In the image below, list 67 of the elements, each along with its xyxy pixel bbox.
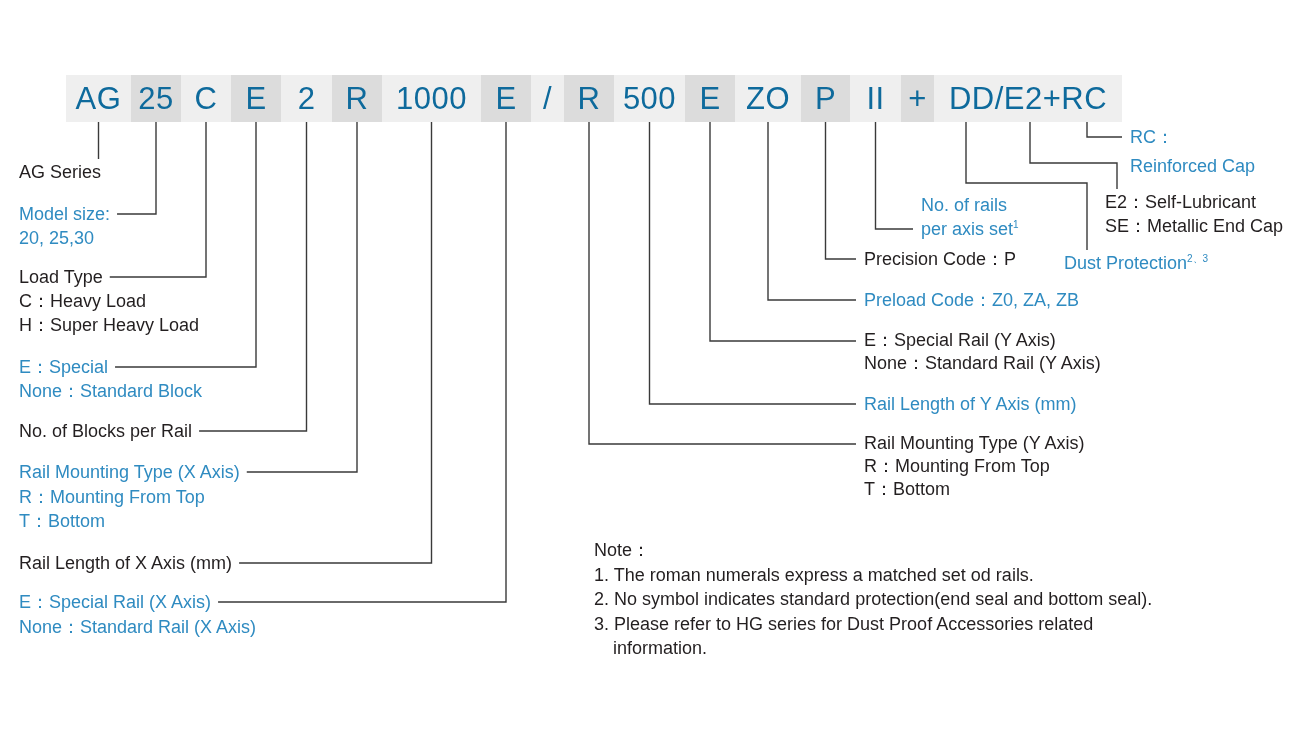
description-text: C：Heavy Load [19,290,147,313]
code-segment: 1000 [382,75,481,122]
description-text: Dust Protection$^{2、3}$ [1064,252,1209,275]
description-text: Rail Mounting Type (X Axis) [19,461,240,484]
description-text: E：Special Rail (X Axis) [19,591,212,614]
code-segment: DD/E2+RC [934,75,1122,122]
note-text: 2. No symbol indicates standard protection(end seal and bottom seal). [594,588,1154,611]
description-text: No. of Blocks per Rail [19,420,193,443]
description-text: 20, 25,30 [19,227,95,250]
code-segment: 500 [614,75,685,122]
leader-line [767,121,857,301]
leader-line [648,121,857,405]
code-segment: + [901,75,934,122]
code-segment: AG [66,75,131,122]
code-segment: / [531,75,564,122]
code-segment: E [481,75,531,122]
description-text: Rail Length of X Axis (mm) [19,552,233,575]
description-text: T：Bottom [864,478,951,501]
leader-line [246,121,358,473]
description-text: None：Standard Rail (Y Axis) [864,352,1101,375]
description-text: E：Special Rail (Y Axis) [864,329,1056,352]
code-segment: E [685,75,735,122]
description-text: H：Super Heavy Load [19,314,200,337]
leader-line [874,121,914,230]
description-text: SE：Metallic End Cap [1105,215,1284,238]
description-text: Preload Code：Z0, ZA, ZB [864,289,1080,312]
description-text: None：Standard Block [19,380,203,403]
leader-line [198,121,308,432]
description-text: E2：Self-Lubricant [1105,191,1257,214]
leader-line [709,121,857,342]
description-text: T：Bottom [19,510,106,533]
code-segment: E [231,75,281,122]
description-text: RC： [1130,126,1174,149]
leader-line [1029,121,1118,190]
leader-line [97,121,100,160]
note-text: Note： [594,539,651,562]
description-text: R：Mounting From Top [864,455,1050,478]
description-text: R：Mounting From Top [19,485,205,509]
code-segment: ZO [735,75,801,122]
leader-line [238,121,433,564]
code-segment: 25 [131,75,181,122]
leader-line [1086,121,1123,138]
description-text: E：Special [19,356,109,379]
note-text: 1. The roman numerals express a matched set od rails. [594,563,1035,587]
leader-line [588,121,857,445]
code-segment: R [564,75,614,122]
description-text: Rail Mounting Type (Y Axis) [864,432,1085,455]
description-text: AG Series [19,161,102,184]
code-segment: P [801,75,850,122]
description-text: None：Standard Rail (X Axis) [19,616,257,639]
note-text: 3. Please refer to HG series for Dust Proof Accessories related information. [594,612,1095,660]
leader-line [109,121,207,278]
code-segment: 2 [281,75,332,122]
description-text: Precision Code：P [864,248,1017,271]
leader-line [114,121,257,368]
leader-line [217,121,507,603]
description-text: Model size: [19,203,111,226]
leader-line [824,121,857,260]
description-text: Load Type [19,266,103,289]
code-segment: C [181,75,231,122]
description-text: Rail Length of Y Axis (mm) [864,393,1077,416]
code-segment: II [850,75,901,122]
code-segment: R [332,75,382,122]
leader-line [965,121,1088,251]
description-text: Reinforced Cap [1130,155,1256,178]
description-text: No. of rails per axis set$^{1}$ [921,194,1020,241]
leader-line [116,121,157,215]
